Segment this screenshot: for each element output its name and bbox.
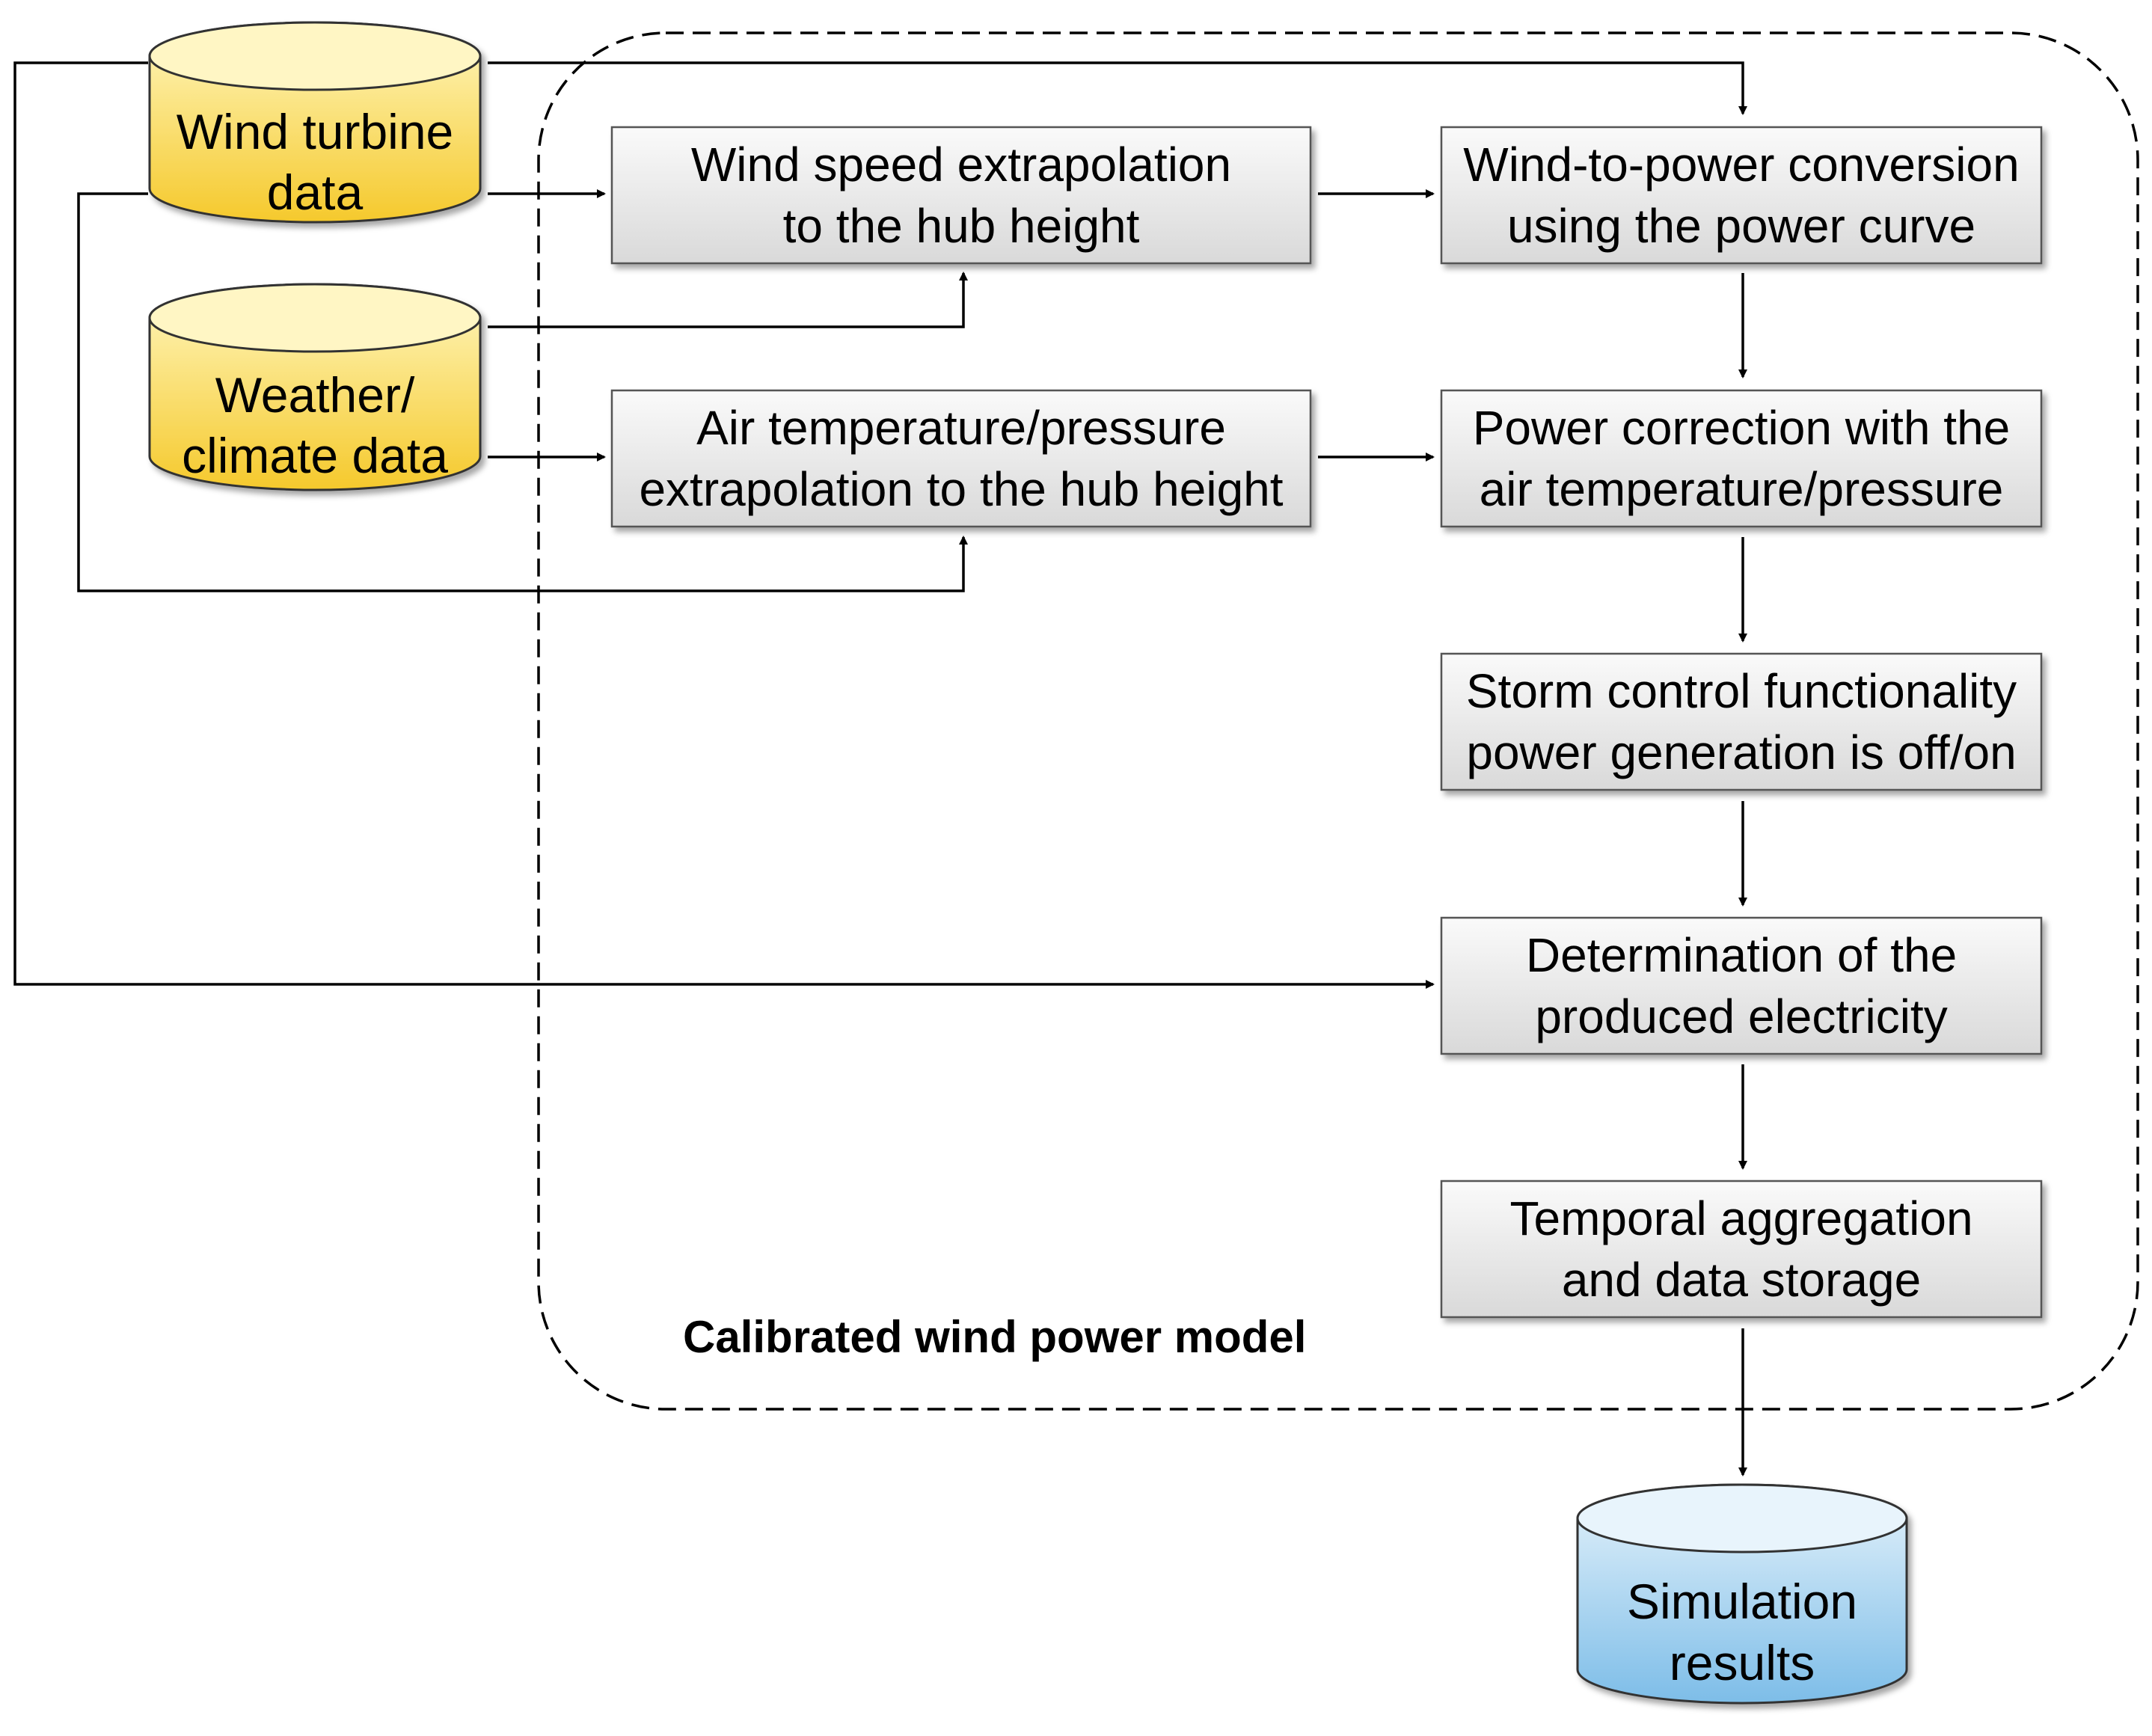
process-box-air-temp: Air temperature/pressure extrapolation t…: [610, 389, 1312, 528]
database-weather: [148, 283, 482, 491]
connectors: [13, 61, 1747, 1476]
wind-turbine-line-1: Wind turbine: [177, 104, 454, 159]
model-boundary: [537, 31, 2139, 1411]
aggregation-line-2: and data storage: [1562, 1253, 1921, 1307]
storm-control-line-1: Storm control functionality: [1466, 664, 2017, 718]
wind-turbine-line-2: data: [267, 165, 364, 220]
wind-to-power-line-2: using the power curve: [1507, 199, 1975, 253]
process-box-determination: Determination of the produced electricit…: [1440, 916, 2043, 1055]
wind-speed-line-1: Wind speed extrapolation: [691, 138, 1231, 191]
connector-turbine-to-air-temp: [77, 192, 968, 592]
database-wind-turbine: [148, 21, 482, 224]
power-correction-line-1: Power correction with the: [1473, 401, 2011, 455]
power-correction-line-2: air temperature/pressure: [1480, 462, 2004, 516]
wind-to-power-line-1: Wind-to-power conversion: [1463, 138, 2019, 191]
process-box-power-correction: Power correction with the air temperatur…: [1440, 389, 2043, 528]
air-temp-line-2: extrapolation to the hub height: [639, 462, 1283, 516]
process-box-aggregation: Temporal aggregation and data storage: [1440, 1180, 2043, 1319]
determination-line-2: produced electricity: [1535, 990, 1947, 1043]
wind-speed-line-2: to the hub height: [783, 199, 1140, 253]
simulation-results-line-1: Simulation: [1627, 1574, 1857, 1629]
weather-line-2: climate data: [182, 428, 448, 483]
simulation-results-line-2: results: [1670, 1635, 1815, 1690]
weather-line-1: Weather/: [215, 367, 415, 423]
database-simulation-results: [1576, 1483, 1908, 1705]
model-title: Calibrated wind power model: [683, 1312, 1306, 1362]
determination-line-1: Determination of the: [1526, 928, 1957, 982]
process-box-storm-control: Storm control functionality power genera…: [1440, 652, 2043, 791]
process-box-wind-speed: Wind speed extrapolation to the hub heig…: [610, 126, 1312, 265]
process-box-wind-to-power: Wind-to-power conversion using the power…: [1440, 126, 2043, 265]
connector-turbine-to-wind-to-power: [488, 61, 1747, 115]
connector-turbine-to-determination: [13, 61, 1435, 989]
connector-weather-to-wind-speed: [488, 272, 968, 328]
air-temp-line-1: Air temperature/pressure: [696, 401, 1226, 455]
aggregation-line-1: Temporal aggregation: [1509, 1191, 1972, 1245]
storm-control-line-2: power generation is off/on: [1466, 726, 2016, 779]
